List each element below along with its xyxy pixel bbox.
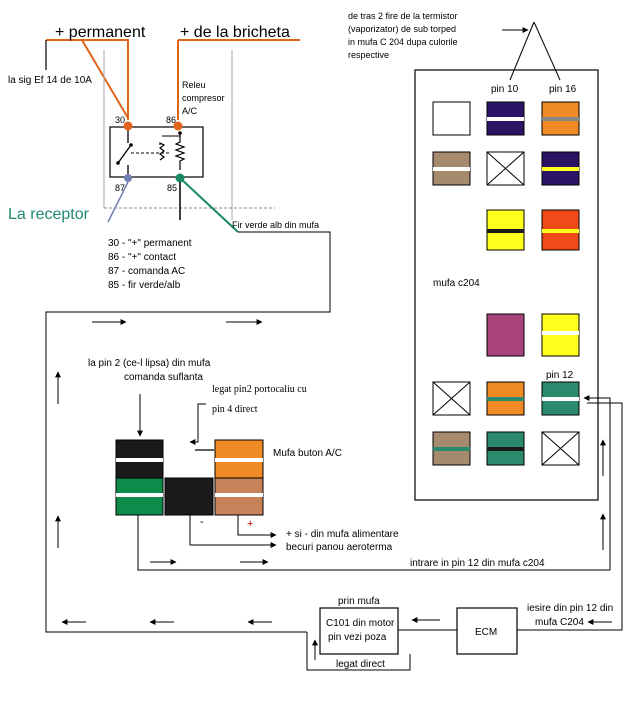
relay-section: + permanent la sig Ef 14 de 10A + de la …	[8, 24, 319, 291]
c204-cell-magenta	[486, 313, 525, 357]
c204-cell-orange-teal-stripe	[487, 397, 524, 401]
pin86-dot	[173, 121, 183, 131]
relay-title-line3: A/C	[182, 106, 198, 116]
output-note-2: mufa C204	[535, 617, 584, 628]
pin12-input-wire	[583, 395, 611, 570]
ac-pin-green-stripe	[116, 493, 163, 497]
relay-contact-dot-2	[116, 161, 120, 165]
thermistor-note-3: in mufa C 204 dupa culorile	[348, 37, 458, 47]
relay-to-loop-wire	[45, 231, 331, 633]
relay-contact-dot	[129, 143, 133, 147]
ac-to-pin12-wire	[137, 515, 610, 571]
ac-pin-black-mid	[164, 477, 214, 516]
pin16-label: pin 16	[549, 84, 577, 95]
relay-resistor-dot	[178, 131, 182, 135]
receptor-wire	[107, 181, 129, 223]
permanent-label: + permanent	[55, 24, 146, 41]
bottom-section: prin mufa C101 din motor pin vezi poza E…	[306, 585, 623, 671]
pin30-dot	[123, 121, 133, 131]
minus-wire	[189, 515, 277, 548]
thermistor-note-2: (vaporizator) de sub torped	[348, 24, 456, 34]
ac-pin-orange-stripe	[215, 458, 263, 462]
c204-name: mufa c204	[433, 278, 480, 289]
jumper-arrow	[189, 403, 206, 445]
relay-box	[109, 126, 204, 178]
connector-c204: de tras 2 fire de la termistor (vaporiza…	[348, 11, 623, 585]
ecm-label: ECM	[475, 627, 497, 638]
pin85-label: 85	[167, 183, 177, 193]
thermistor-note-4: respective	[348, 50, 389, 60]
legend-line-1: 30 - "+" permanent	[108, 238, 192, 249]
legend-line-4: 85 - fir verde/alb	[108, 280, 181, 291]
permanent-wire	[46, 39, 129, 120]
receptor-label: La receptor	[8, 206, 90, 223]
output-note-1: iesire din pin 12 din	[527, 603, 613, 614]
permanent-wire-diagonal	[81, 39, 129, 119]
green-wire-label: Fir verde alb din mufa	[232, 220, 319, 230]
relay-resistor-icon	[174, 133, 186, 170]
pin12-label: pin 12	[546, 370, 574, 381]
c204-housing	[414, 69, 599, 501]
plus-wire	[237, 515, 277, 538]
c101-line2: pin vezi poza	[328, 632, 387, 643]
c204-cell-teal-black-stripe	[487, 447, 524, 451]
pin87-dot	[124, 174, 132, 182]
ac-pin-copper-stripe	[215, 493, 263, 497]
pin87-label: 87	[115, 183, 125, 193]
supply-note-1: + si - din mufa alimentare	[286, 529, 399, 540]
pin16-pointer	[533, 21, 561, 81]
c204-cell-yellow-stripe	[487, 229, 524, 233]
c204-cell-pin16-stripe	[542, 117, 579, 121]
c204-cell-tan-teal-stripe	[433, 447, 470, 451]
pin12-output-wire	[587, 402, 623, 585]
pin12-to-ecm-wire	[517, 585, 623, 631]
relay-title-line1: Releu	[182, 80, 206, 90]
direct-link-wire	[306, 632, 411, 671]
c101-box	[319, 607, 399, 655]
c101-line1: C101 din motor	[326, 618, 395, 629]
c204-cell-empty-2	[432, 381, 471, 416]
c204-cell-red-stripe	[542, 229, 579, 233]
minus-sign: -	[200, 516, 204, 528]
pin10-label: pin 10	[491, 84, 519, 95]
c204-cell-purple-yellow-stripe	[542, 167, 579, 171]
supply-note-2: becuri panou aeroterma	[286, 542, 393, 553]
c204-cell-empty-1	[486, 151, 525, 186]
relay-coil-icon	[159, 142, 166, 161]
green-wire	[179, 177, 239, 233]
main-loop: intrare in pin 12 din mufa c204	[45, 231, 610, 633]
relay-title-line2: compresor	[182, 93, 225, 103]
ecm-box	[456, 607, 518, 655]
relay-switch-arm	[117, 144, 132, 164]
jumper-note-2: pin 4 direct	[212, 404, 258, 415]
ac-pin-black-top-stripe	[116, 458, 163, 462]
blower-note-2: comanda suflanta	[124, 372, 203, 383]
blower-note-1: la pin 2 (ce-l lipsa) din mufa	[88, 358, 211, 369]
via-connector-label: prin mufa	[338, 596, 380, 607]
ac-button-section: la pin 2 (ce-l lipsa) din mufa comanda s…	[88, 358, 399, 553]
pin30-label: 30	[115, 115, 125, 125]
ignition-label: + de la bricheta	[180, 24, 290, 41]
c204-cell-tan-stripe	[433, 167, 470, 171]
ac-button-name: Mufa buton A/C	[273, 448, 342, 459]
input-label: intrare in pin 12 din mufa c204	[410, 558, 545, 569]
pin86-label: 86	[166, 115, 176, 125]
legend-line-2: 86 - "+" contact	[108, 252, 176, 263]
c204-cell-pin12-stripe	[542, 397, 579, 401]
fuse-label: la sig Ef 14 de 10A	[8, 75, 92, 86]
c204-cell-pin10-stripe	[487, 117, 524, 121]
c204-cell-empty-3	[541, 431, 580, 466]
pin10-pointer	[509, 21, 535, 81]
thermistor-note-1: de tras 2 fire de la termistor	[348, 11, 458, 21]
legend-line-3: 87 - comanda AC	[108, 266, 185, 277]
direct-link-label: legat direct	[336, 659, 385, 670]
jumper-note-1: legat pin2 portocaliu cu	[212, 384, 307, 395]
c204-cell-white	[432, 101, 471, 136]
plus-sign: +	[247, 518, 253, 530]
c204-cell-yellow-2-stripe	[542, 331, 579, 335]
